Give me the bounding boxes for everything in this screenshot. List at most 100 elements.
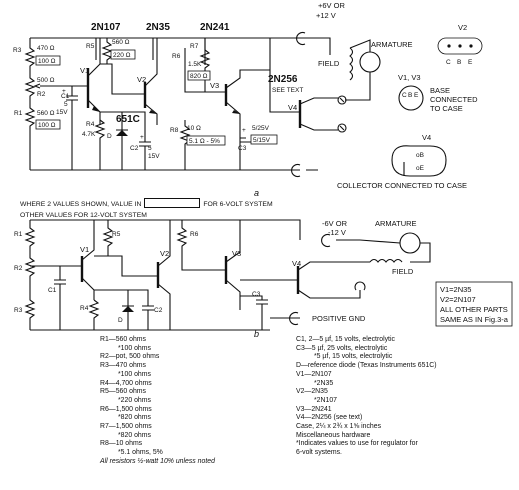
terminal-slots xyxy=(339,97,345,131)
pinout-base-2: CONNECTED xyxy=(430,95,478,104)
c2-capacitor xyxy=(122,111,151,170)
pinout-base-1: BASE xyxy=(430,86,450,95)
b-r2-label: R2 xyxy=(14,265,23,272)
parts-item: R7—1,500 ohms xyxy=(100,423,152,431)
parts-item: *5.1 ohms, 5% xyxy=(118,449,163,457)
b-info-1: V1=2N35 xyxy=(440,285,471,294)
pinout-v4-title: V4 xyxy=(422,133,431,142)
value-note-a: WHERE 2 VALUES SHOWN, VALUE IN xyxy=(20,201,142,208)
parts-item: V4—2N256 (see text) xyxy=(296,414,363,422)
r8-alt-value: 5.1 Ω - 5% xyxy=(189,138,220,145)
b-c1-label: C1 xyxy=(48,287,57,294)
value-note-box xyxy=(144,198,201,208)
b-v3-label: V3 xyxy=(232,249,241,258)
heading-2n241: 2N241 xyxy=(200,22,230,33)
field-label-b: FIELD xyxy=(392,267,414,276)
r5-value: 560 Ω xyxy=(112,39,130,46)
pinout-v2-pin-e xyxy=(469,44,473,48)
b-v4-label: V4 xyxy=(292,259,301,268)
top-rail-b xyxy=(30,219,301,240)
b-c2-label: C2 xyxy=(154,307,163,314)
r4-resistor xyxy=(94,119,106,170)
c1-voltage: 15V xyxy=(56,109,68,116)
r2-label: R2 xyxy=(37,91,46,98)
parts-item: R5—560 ohms xyxy=(100,388,146,396)
schematic-b: -6V OR -12 V ARMATURE FIELD R1 R2 R3 C1 … xyxy=(14,219,513,339)
fig-b-label: b xyxy=(254,329,259,339)
r1-alt-box xyxy=(35,119,61,130)
b-r4-label: R4 xyxy=(80,305,89,312)
parts-item: 6-volt systems. xyxy=(296,449,342,457)
r5-resistor xyxy=(100,38,113,65)
supply-jack xyxy=(296,31,306,46)
r6-wire xyxy=(184,48,226,93)
supply-label-1: +6V OR xyxy=(318,1,345,10)
positive-gnd-jack xyxy=(289,311,299,326)
r3-value: 470 Ω xyxy=(37,45,55,52)
b-r5-label: R5 xyxy=(112,231,121,238)
b-c1-capacitor xyxy=(30,265,66,330)
positive-gnd-label: POSITIVE GND xyxy=(312,314,366,323)
r2-wiper xyxy=(33,83,50,89)
pinout-v4-b: oB xyxy=(416,152,424,159)
b-c3-label: C3 xyxy=(252,291,261,298)
r1-label: R1 xyxy=(14,110,23,117)
v3-emitter-arrow xyxy=(232,110,240,114)
r4-label: R4 xyxy=(86,121,95,128)
field-label-a: FIELD xyxy=(318,59,340,68)
resistor-chain-b xyxy=(24,220,36,330)
c3-label: C3 xyxy=(238,145,247,152)
c2-polarity: + xyxy=(140,134,144,141)
heading-2n35: 2N35 xyxy=(146,22,170,33)
diode-part: 651C xyxy=(116,114,140,125)
c2-voltage: 15V xyxy=(148,153,160,160)
r3-alt-box xyxy=(35,55,61,66)
v1-label: V1 xyxy=(80,66,89,75)
transistor-pinouts: V2 C B E V1, V3 C B E BASE CONNECTED TO … xyxy=(337,23,483,190)
parts-item: Case, 2¼ x 2¾ x 1⅝ inches xyxy=(296,423,382,431)
c3-plates xyxy=(240,137,252,143)
supply-b-label-1: -6V OR xyxy=(322,219,348,228)
parts-item: C1, 2—5 µf, 15 volts, electrolytic xyxy=(296,336,395,343)
parts-item: R2—pot, 500 ohms xyxy=(100,353,160,361)
r5-label: R5 xyxy=(86,43,95,50)
r5-alt-value: 220 Ω xyxy=(113,52,131,59)
b-info-box xyxy=(435,281,513,327)
parts-item: D—reference diode (Texas Instruments 651… xyxy=(296,362,437,370)
r7-alt-box xyxy=(187,70,211,81)
r7-alt-value: 820 Ω xyxy=(190,73,208,80)
b-v2-leads xyxy=(108,220,171,330)
parts-item: R6—1,500 ohms xyxy=(100,405,152,413)
r3-label: R3 xyxy=(13,47,22,54)
c1-polarity: + xyxy=(62,88,66,95)
armature-label-b: ARMATURE xyxy=(375,219,417,228)
b-v3-leads xyxy=(225,220,241,310)
b-ground-cup xyxy=(354,281,366,291)
field-coil-a xyxy=(349,47,354,81)
b-r1-label: R1 xyxy=(14,231,23,238)
rail-drops xyxy=(95,38,271,70)
parts-item: *220 ohms xyxy=(118,396,151,404)
b-r5-resistor xyxy=(94,220,114,257)
resistor-chain-r1-r3 xyxy=(24,38,36,170)
parts-item: V2—2N35 xyxy=(296,388,328,396)
r8-label: R8 xyxy=(170,127,179,134)
pinout-v1v3-e: E xyxy=(414,92,419,99)
pinout-v2-e: E xyxy=(468,59,473,66)
diode-triangle xyxy=(116,130,128,136)
v1-emitter-arrow xyxy=(92,106,100,112)
b-r4-resistor xyxy=(88,299,100,330)
v4-leads xyxy=(269,70,338,131)
heading-2n256: 2N256 xyxy=(268,74,298,85)
c3-value: 5/25V xyxy=(252,125,270,132)
diode-label: D xyxy=(107,133,112,140)
field-coil-b xyxy=(369,258,403,263)
parts-item: V1—2N107 xyxy=(296,370,332,378)
parts-list-right: C1, 2—5 µf, 15 volts, electrolytic C3—5 … xyxy=(296,336,516,458)
pinout-base-3: TO CASE xyxy=(430,104,463,113)
b-r3-label: R3 xyxy=(14,307,23,314)
pinout-v1v3-b: B xyxy=(408,92,412,99)
